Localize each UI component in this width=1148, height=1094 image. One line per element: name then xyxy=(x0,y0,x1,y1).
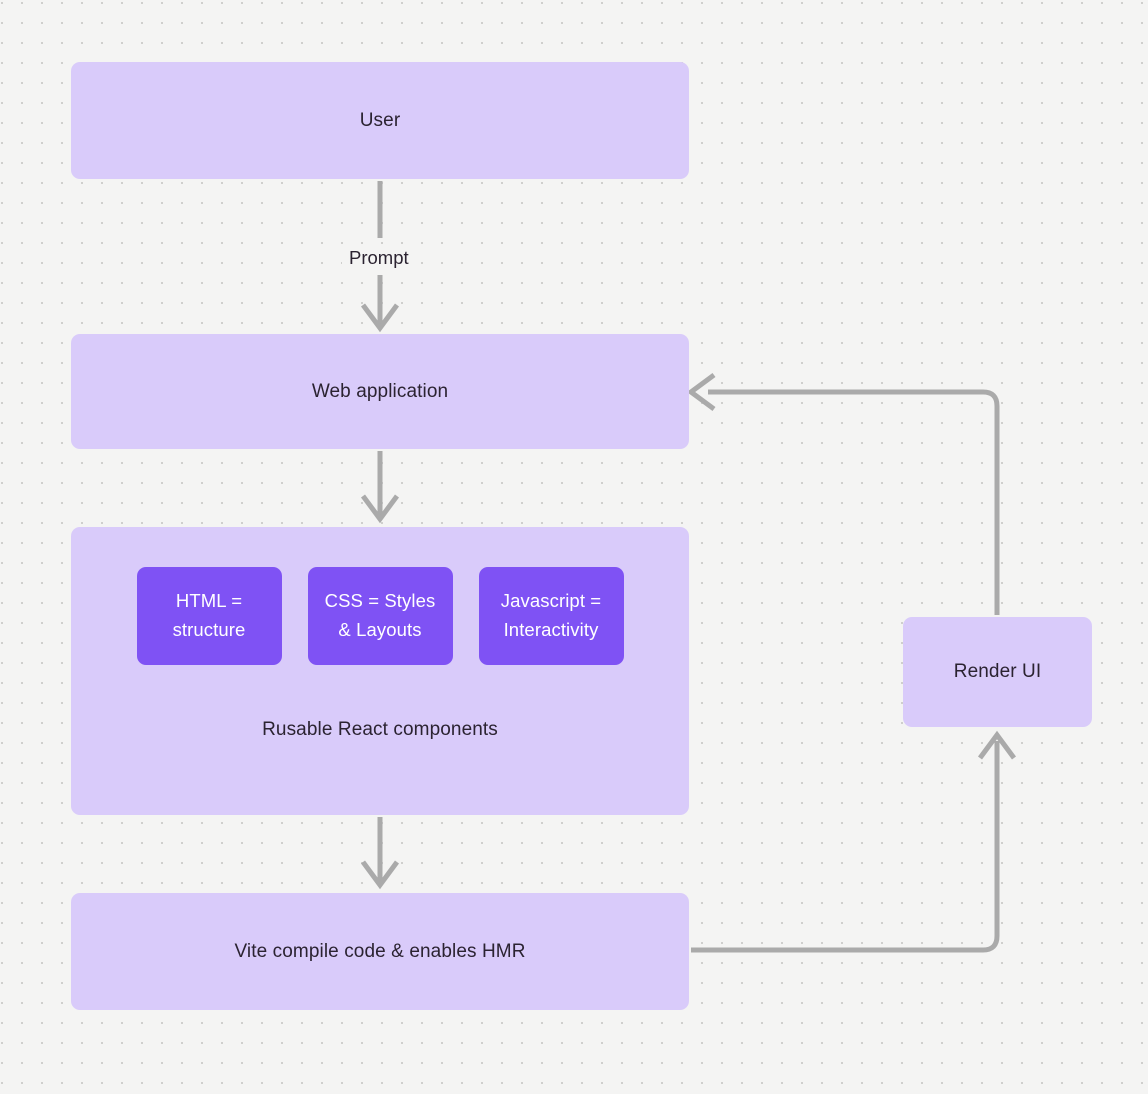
components-caption: Rusable React components xyxy=(262,719,498,740)
edge-render-to-webapp-arrowhead xyxy=(686,372,716,412)
chip-row: HTML =structure CSS = Styles& Layouts Ja… xyxy=(136,567,624,665)
edge-vite-to-render-arrowhead xyxy=(977,730,1017,760)
chip-javascript-label: Javascript =Interactivity xyxy=(500,590,602,640)
node-user-label: User xyxy=(359,109,401,131)
node-user[interactable]: User xyxy=(71,62,689,179)
node-vite[interactable]: Vite compile code & enables HMR xyxy=(71,893,689,1010)
chip-css-label: CSS = Styles& Layouts xyxy=(324,590,436,640)
components-inner: HTML =structure CSS = Styles& Layouts Ja… xyxy=(71,527,689,815)
edge-webapp-to-components-arrowhead xyxy=(360,494,400,524)
chip-javascript[interactable]: Javascript =Interactivity xyxy=(478,567,624,665)
edge-vite-to-render xyxy=(691,741,1000,953)
chip-css[interactable]: CSS = Styles& Layouts xyxy=(307,567,453,665)
chip-html[interactable]: HTML =structure xyxy=(136,567,282,665)
node-components[interactable]: HTML =structure CSS = Styles& Layouts Ja… xyxy=(71,527,689,815)
node-vite-label: Vite compile code & enables HMR xyxy=(234,940,526,962)
edge-render-to-webapp xyxy=(708,389,1000,615)
edge-label-prompt: Prompt xyxy=(342,245,416,271)
node-web-application-label: Web application xyxy=(311,380,449,402)
chip-html-label: HTML =structure xyxy=(172,590,246,640)
edge-components-to-vite-arrowhead xyxy=(360,860,400,890)
node-render-ui-label: Render UI xyxy=(953,661,1042,683)
node-render-ui[interactable]: Render UI xyxy=(903,617,1092,727)
node-web-application[interactable]: Web application xyxy=(71,334,689,449)
edge-user-to-webapp-arrowhead xyxy=(360,303,400,333)
